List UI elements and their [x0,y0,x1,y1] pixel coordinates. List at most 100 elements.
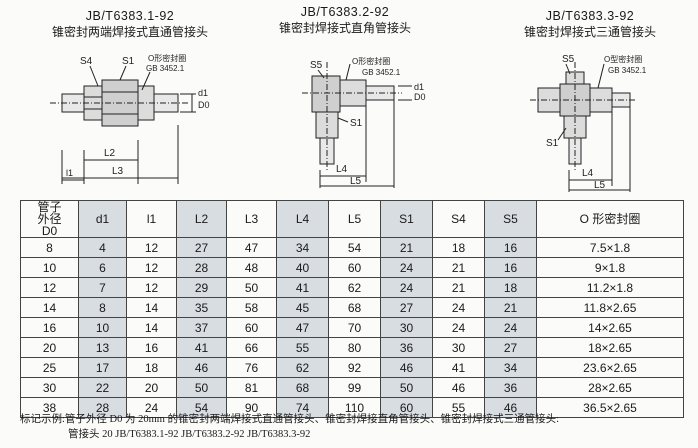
label-d1-2: d1 [414,82,424,92]
table-cell: 24 [484,317,537,338]
table-cell: 12 [126,277,177,298]
table-cell: 110 [328,397,381,418]
table-cell: 68 [276,377,329,398]
label-l5: L5 [350,176,362,187]
table-cell: 12 [126,257,177,278]
table-cell: 30 [20,377,79,398]
table-cell: 20 [20,337,79,358]
column-header: l1 [126,200,177,238]
table-cell: 41 [176,337,227,358]
table-cell: 92 [328,357,381,378]
table-cell: 50 [226,277,277,298]
label-oring-2: O形密封圈 [352,56,390,66]
table-cell: 24 [380,257,433,278]
column-header: O 形密封圈 [536,200,684,238]
figure-2-standard: JB/T6383.2-92 [300,5,390,19]
table-cell: 13 [78,337,127,358]
column-header: S5 [484,200,537,238]
label-l4-3: L4 [582,168,594,179]
table-cell: 27 [176,237,227,258]
table-cell: 47 [226,237,277,258]
table-cell: 90 [226,397,277,418]
table-cell: 7 [78,277,127,298]
column-header: d1 [78,200,127,238]
table-cell: 8 [78,297,127,318]
table-cell: 54 [176,397,227,418]
column-header: S1 [380,200,433,238]
label-s5-3: S5 [562,54,575,65]
figure-1-drawing: S4 S1 O形密封圈 GB 3452.1 D0 d1 l1 L2 L3 [50,53,210,184]
table-cell: 48 [226,257,277,278]
table-cell: 68 [328,297,381,318]
table-cell: 11.2×1.8 [536,277,684,298]
figure-3-drawing: S5 O型密封圈 GB 3452.1 S1 L4 L5 [530,54,647,192]
table-cell: 55 [432,397,485,418]
table-cell: 40 [276,257,329,278]
table-cell: 24 [380,277,433,298]
label-d1: d1 [198,88,208,98]
label-d0: D0 [198,100,210,110]
table-cell: 37 [176,317,227,338]
table-cell: 21 [432,257,485,278]
figure-2-name: 锥密封焊接式直角管接头 [278,21,411,35]
label-oring-3: O型密封圈 [604,54,642,64]
table-cell: 36.5×2.65 [536,397,684,418]
note-line-1: 标记示例:管子外径 D0 为 20mm 的锥密封两端焊接式直通管接头、锥密封焊接… [20,414,559,425]
label-d0-2: D0 [414,92,426,102]
figure-3-title: JB/T6383.3-92 锥密封焊接式三通管接头 [490,8,690,40]
table-cell: 8 [20,237,79,258]
table-cell: 60 [226,317,277,338]
table-cell: 55 [276,337,329,358]
table-cell: 18 [484,277,537,298]
column-header: S4 [432,200,485,238]
table-cell: 58 [226,297,277,318]
label-s4: S4 [80,56,93,67]
table-cell: 76 [226,357,277,378]
figure-elbow: JB/T6383.2-92 锥密封焊接式直角管接头 [240,0,470,196]
table-cell: 21 [380,237,433,258]
table-cell: 46 [432,377,485,398]
table-cell: 14 [126,297,177,318]
table-cell: 14 [20,297,79,318]
table-cell: 36 [380,337,433,358]
table-cell: 50 [176,377,227,398]
table-cell: 54 [328,237,381,258]
figure-3-name: 锥密封焊接式三通管接头 [523,25,656,39]
marking-example: 标记示例:管子外径 D0 为 20mm 的锥密封两端焊接式直通管接头、锥密封焊接… [20,412,559,442]
column-header: L3 [226,200,277,238]
table-cell: 28×2.65 [536,377,684,398]
table-cell: 11.8×2.65 [536,297,684,318]
table-cell: 62 [328,277,381,298]
table-cell: 6 [78,257,127,278]
table-cell: 45 [276,297,329,318]
table-cell: 34 [276,237,329,258]
table-cell: 18×2.65 [536,337,684,358]
figure-2-drawing: S5 O形密封圈 GB 3452.1 D0 d1 S1 L4 L5 [302,56,426,188]
table-cell: 12 [20,277,79,298]
table-cell: 12 [126,237,177,258]
table-cell: 60 [380,397,433,418]
table-cell: 46 [484,397,537,418]
table-cell: 22 [78,377,127,398]
label-gb-2: GB 3452.1 [362,68,401,77]
table-cell: 10 [20,257,79,278]
label-gb: GB 3452.1 [146,64,185,73]
table-cell: 9×1.8 [536,257,684,278]
table-cell: 21 [432,277,485,298]
label-l4: L4 [336,164,348,175]
table-cell: 10 [78,317,127,338]
label-oring: O形密封圈 [148,53,186,63]
table-cell: 27 [484,337,537,358]
column-header: L4 [276,200,329,238]
table-cell: 17 [78,357,127,378]
label-l3: L3 [112,166,124,177]
table-cell: 62 [276,357,329,378]
label-s1: S1 [122,56,135,67]
